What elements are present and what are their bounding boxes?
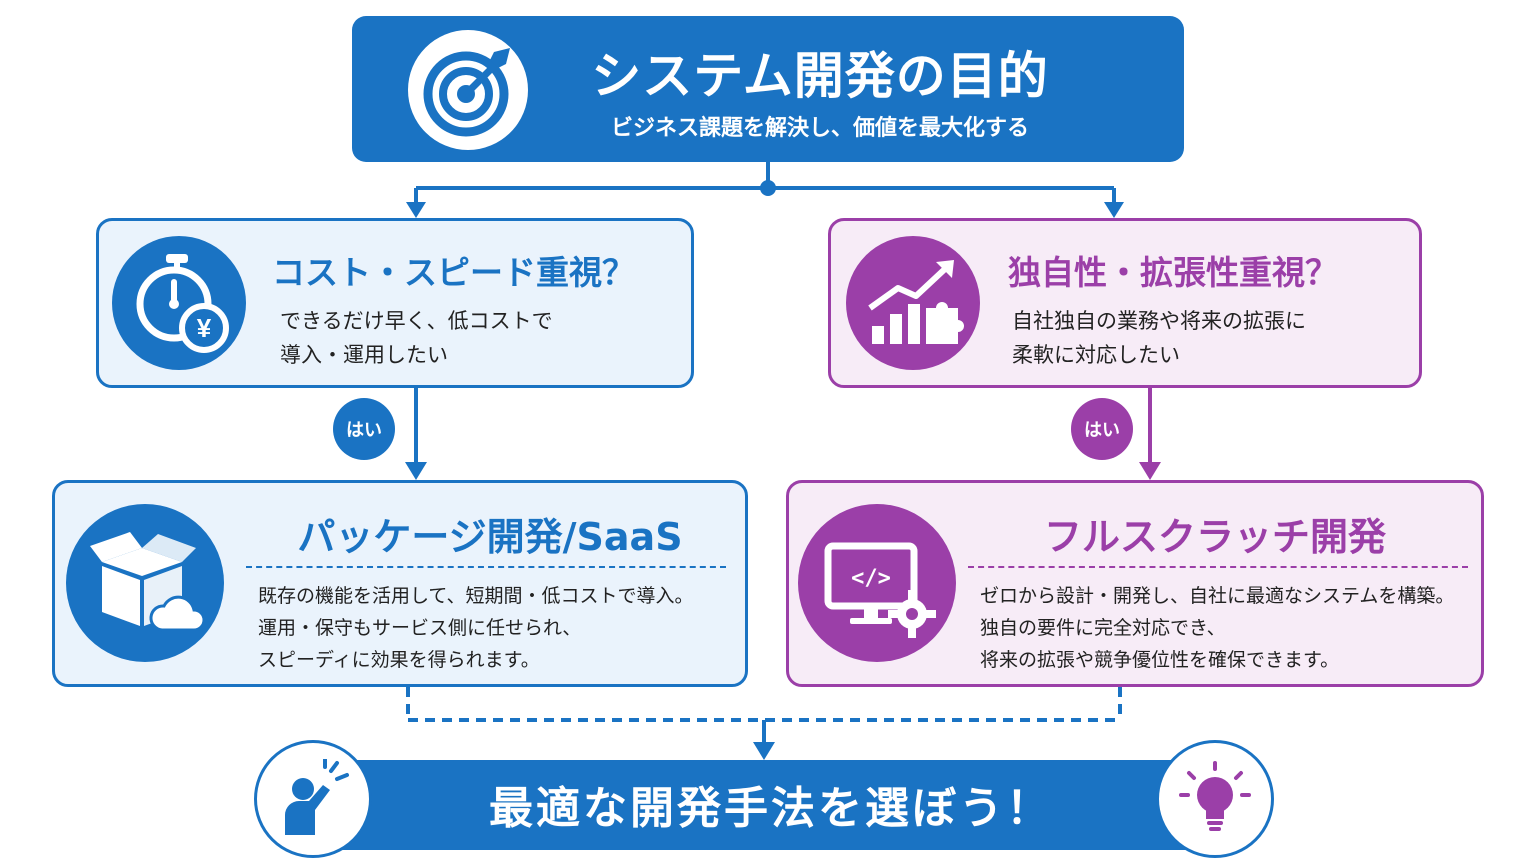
description-line: 導入・運用したい	[280, 343, 448, 367]
conclusion-text: 最適な開発手法を選ぼう！	[489, 783, 1053, 834]
description-line: できるだけ早く、低コストで	[280, 309, 553, 333]
stopwatch-yen-icon: ¥	[112, 236, 246, 370]
package-saas-description: 既存の機能を活用して、短期間・低コストで導入。 運用・保守もサービス側に任せられ…	[258, 580, 693, 676]
description-line: 自社独自の業務や将来の拡張に	[1012, 309, 1306, 333]
arrow-to-right-result	[1139, 462, 1161, 480]
top-split-connector	[414, 162, 1116, 204]
description-line: 運用・保守もサービス側に任せられ、	[258, 617, 582, 639]
uniqueness-extensibility-description: 自社独自の業務や将来の拡張に 柔軟に対応したい	[1012, 304, 1306, 372]
conclusion-banner	[312, 760, 1230, 850]
monitor-code-gear-icon: </>	[798, 504, 956, 662]
title-divider	[968, 566, 1468, 568]
description-line: ゼロから設計・開発し、自社に最適なシステムを構築。	[980, 585, 1455, 607]
yes-badge-left: はい	[333, 398, 395, 460]
uniqueness-extensibility-title: 独自性・拡張性重視？	[1008, 253, 1338, 292]
merge-connector	[406, 687, 1122, 722]
box-cloud-icon	[66, 504, 224, 662]
arrow-to-bottom	[753, 742, 775, 760]
arrow-to-left-question	[406, 202, 426, 218]
purpose-title: システム開発の目的	[591, 47, 1049, 105]
package-saas-title: パッケージ開発/SaaS	[297, 515, 683, 559]
svg-text:¥: ¥	[197, 313, 212, 343]
description-line: 将来の拡張や競争優位性を確保できます。	[980, 649, 1340, 671]
growth-chart-puzzle-icon	[846, 236, 980, 370]
description-line: スピーディに効果を得られます。	[258, 649, 540, 671]
full-scratch-title: フルスクラッチ開発	[1043, 515, 1386, 559]
description-line: 既存の機能を活用して、短期間・低コストで導入。	[258, 585, 694, 607]
cost-speed-title: コスト・スピード重視？	[272, 253, 635, 292]
person-idea-icon	[254, 740, 372, 858]
description-line: 独自の要件に完全対応でき、	[980, 617, 1226, 639]
full-scratch-description: ゼロから設計・開発し、自社に最適なシステムを構築。 独自の要件に完全対応でき、 …	[980, 580, 1454, 676]
description-line: 柔軟に対応したい	[1012, 343, 1180, 367]
purpose-subtitle: ビジネス課題を解決し、価値を最大化する	[610, 116, 1029, 141]
cost-speed-description: できるだけ早く、低コストで 導入・運用したい	[280, 304, 553, 372]
yes-badge-right: はい	[1071, 398, 1133, 460]
arrow-to-left-result	[405, 462, 427, 480]
title-divider	[246, 566, 726, 568]
arrow-to-right-question	[1104, 202, 1124, 218]
junction-dot	[760, 180, 776, 196]
target-icon	[408, 30, 528, 150]
svg-text:</>: </>	[851, 566, 891, 591]
lightbulb-icon	[1156, 740, 1274, 858]
